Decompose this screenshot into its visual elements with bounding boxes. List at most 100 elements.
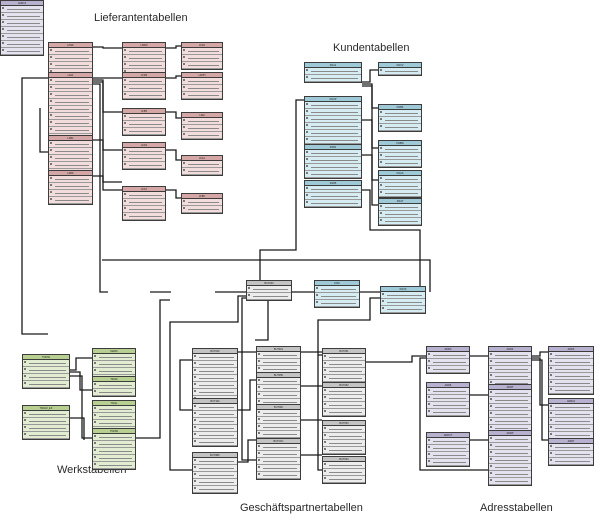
- field-name-placeholder: [311, 173, 358, 175]
- table-t001w: T001W: [22, 354, 70, 389]
- key-icon: [324, 434, 326, 436]
- table-header: LFEI: [182, 113, 222, 118]
- table-name: KNBW: [396, 141, 404, 145]
- field-name-placeholder: [555, 446, 590, 448]
- field-name-placeholder: [329, 377, 362, 379]
- field-name-placeholder: [311, 118, 358, 120]
- field-name-placeholder: [55, 143, 89, 145]
- field-name-placeholder: [129, 130, 162, 132]
- table-but0cc: BUT0CC: [256, 438, 301, 480]
- field-name-placeholder: [311, 125, 358, 127]
- table-field-row: [323, 368, 365, 375]
- field-name-placeholder: [495, 445, 528, 447]
- field-name-placeholder: [263, 368, 297, 370]
- field-name-placeholder: [263, 467, 297, 469]
- key-icon: [124, 86, 126, 88]
- key-icon: [428, 460, 430, 462]
- table-field-row: [427, 366, 469, 373]
- table-field-row: [379, 110, 421, 117]
- table-field-row: [305, 123, 361, 130]
- table-lfmh: LFMH: [181, 72, 223, 100]
- table-field-row: [123, 78, 165, 85]
- key-icon: [94, 414, 96, 416]
- table-field-row: [182, 92, 222, 99]
- key-icon: [194, 487, 196, 489]
- key-icon: [194, 412, 196, 414]
- key-icon: [490, 398, 492, 400]
- table-header: LFB1: [49, 136, 92, 141]
- key-icon: [324, 376, 326, 378]
- table-field-row: [93, 389, 135, 396]
- relation-line: [362, 189, 421, 290]
- field-name-placeholder: [385, 206, 418, 208]
- field-name-placeholder: [263, 426, 297, 428]
- field-name-placeholder: [199, 427, 234, 429]
- key-icon: [50, 79, 52, 81]
- key-icon: [183, 207, 185, 209]
- field-name-placeholder: [55, 94, 89, 96]
- table-field-row: [549, 451, 593, 458]
- table-field-row: [182, 161, 222, 168]
- key-icon: [2, 28, 4, 30]
- field-name-placeholder: [385, 119, 418, 121]
- table-field-row: [427, 445, 469, 452]
- relation-line: [93, 139, 122, 191]
- key-icon: [124, 163, 126, 165]
- table-header: BUT000: [247, 281, 291, 286]
- key-icon: [490, 472, 492, 474]
- table-field-row: [489, 471, 531, 478]
- key-icon: [50, 191, 52, 193]
- field-name-placeholder: [385, 155, 418, 157]
- key-icon: [306, 138, 308, 140]
- relation-line: [93, 81, 122, 151]
- key-icon: [258, 393, 260, 395]
- table-header: LFBW: [123, 43, 165, 48]
- table-field-row: [427, 452, 469, 459]
- table-field-row: [193, 479, 237, 486]
- table-field-row: [305, 109, 361, 116]
- table-header: T024W: [93, 429, 135, 434]
- relation-line: [532, 357, 548, 406]
- key-icon: [24, 382, 26, 384]
- table-field-row: [49, 113, 92, 120]
- key-icon: [258, 360, 260, 362]
- key-icon: [550, 381, 552, 383]
- key-icon: [124, 207, 126, 209]
- field-name-placeholder: [199, 434, 234, 436]
- field-name-placeholder: [29, 362, 66, 364]
- table-field-row: [549, 366, 593, 373]
- key-icon: [306, 194, 308, 196]
- table-field-row: [23, 411, 69, 418]
- key-icon: [194, 383, 196, 385]
- table-name: BUT100: [210, 399, 220, 403]
- table-field-row: [123, 114, 165, 121]
- key-icon: [324, 396, 326, 398]
- key-icon: [194, 473, 196, 475]
- key-icon: [194, 369, 196, 371]
- field-name-placeholder: [387, 301, 422, 303]
- table-field-row: [123, 155, 165, 162]
- field-name-placeholder: [495, 375, 528, 377]
- table-name: BUT051: [339, 349, 349, 353]
- field-name-placeholder: [495, 420, 528, 422]
- key-icon: [183, 200, 185, 202]
- table-name: LFB1: [67, 136, 74, 140]
- field-name-placeholder: [433, 361, 466, 363]
- key-icon: [124, 56, 126, 58]
- table-field-row: [323, 469, 365, 476]
- table-header: T001K: [93, 377, 135, 382]
- key-icon: [94, 435, 96, 437]
- key-icon: [490, 444, 492, 446]
- table-header: ADR13: [1, 1, 43, 6]
- field-name-placeholder: [263, 453, 297, 455]
- field-name-placeholder: [385, 185, 418, 187]
- table-field-row: [257, 458, 300, 465]
- field-name-placeholder: [99, 443, 132, 445]
- table-header: ADR7: [549, 439, 593, 444]
- table-name: KNVK: [399, 287, 407, 291]
- table-field-row: [193, 465, 237, 472]
- key-icon: [324, 448, 326, 450]
- field-name-placeholder: [555, 382, 590, 384]
- table-name: BUT050: [273, 373, 284, 377]
- key-icon: [24, 433, 26, 435]
